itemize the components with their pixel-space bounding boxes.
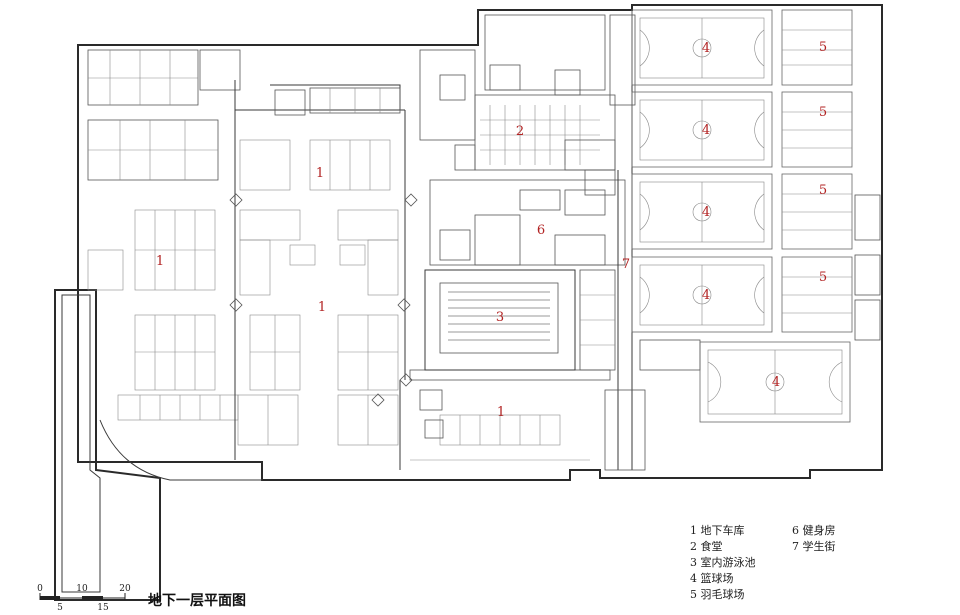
zone-label-gym: 6 [537, 223, 545, 238]
pool-area [424, 269, 616, 371]
scale-tick-0: 0 [37, 584, 43, 594]
scale-tick-15: 15 [97, 603, 109, 613]
zone-label-badminton-1: 5 [819, 40, 827, 55]
basketball-court-1 [631, 9, 773, 86]
zone-label-basketball-4: 4 [702, 288, 710, 303]
canteen-area [419, 14, 636, 196]
zone-labels: 1 1 1 1 2 3 6 7 4 4 4 4 4 5 5 5 5 [156, 40, 827, 420]
legend-item-street: 7 学生街 [792, 540, 836, 553]
zone-label-basketball-2: 4 [702, 123, 710, 138]
legend-item-garage: 1 地下车库 [690, 524, 745, 537]
scale-tick-5: 5 [57, 603, 63, 613]
basketball-courts [631, 9, 851, 423]
legend-item-gym: 6 健身房 [792, 524, 836, 537]
badminton-courts [781, 9, 881, 341]
zone-label-garage-west: 1 [156, 254, 164, 269]
gym-area [429, 179, 626, 266]
zone-label-garage-south: 1 [497, 405, 505, 420]
zone-label-garage-mid: 1 [318, 300, 326, 315]
zone-label-badminton-4: 5 [819, 270, 827, 285]
zone-label-garage-center: 1 [316, 166, 324, 181]
scale-tick-10: 10 [76, 584, 88, 594]
zone-label-basketball-1: 4 [702, 41, 710, 56]
zone-label-canteen: 2 [516, 124, 524, 139]
zone-label-basketball-5: 4 [772, 375, 780, 390]
building-outline [54, 4, 883, 601]
scale-bar: 0 10 20 5 15 [37, 584, 131, 613]
zone-label-badminton-2: 5 [819, 105, 827, 120]
zone-label-badminton-3: 5 [819, 183, 827, 198]
basketball-court-4 [631, 256, 773, 333]
legend-item-pool: 3 室内游泳池 [690, 556, 756, 569]
garage-parking [87, 49, 611, 470]
student-street [604, 10, 701, 471]
legend-item-badminton: 5 羽毛球场 [690, 588, 745, 601]
zone-label-basketball-3: 4 [702, 205, 710, 220]
drawing-title: 地下一层平面图 [148, 593, 246, 609]
zone-label-street: 7 [622, 257, 630, 272]
basketball-court-2 [631, 91, 773, 168]
basketball-court-5 [699, 341, 851, 423]
basketball-court-3 [631, 173, 773, 250]
legend-item-canteen: 2 食堂 [690, 540, 723, 553]
scale-tick-20: 20 [119, 584, 131, 594]
legend-item-basketball: 4 篮球场 [690, 572, 734, 585]
zone-label-pool: 3 [496, 310, 504, 325]
